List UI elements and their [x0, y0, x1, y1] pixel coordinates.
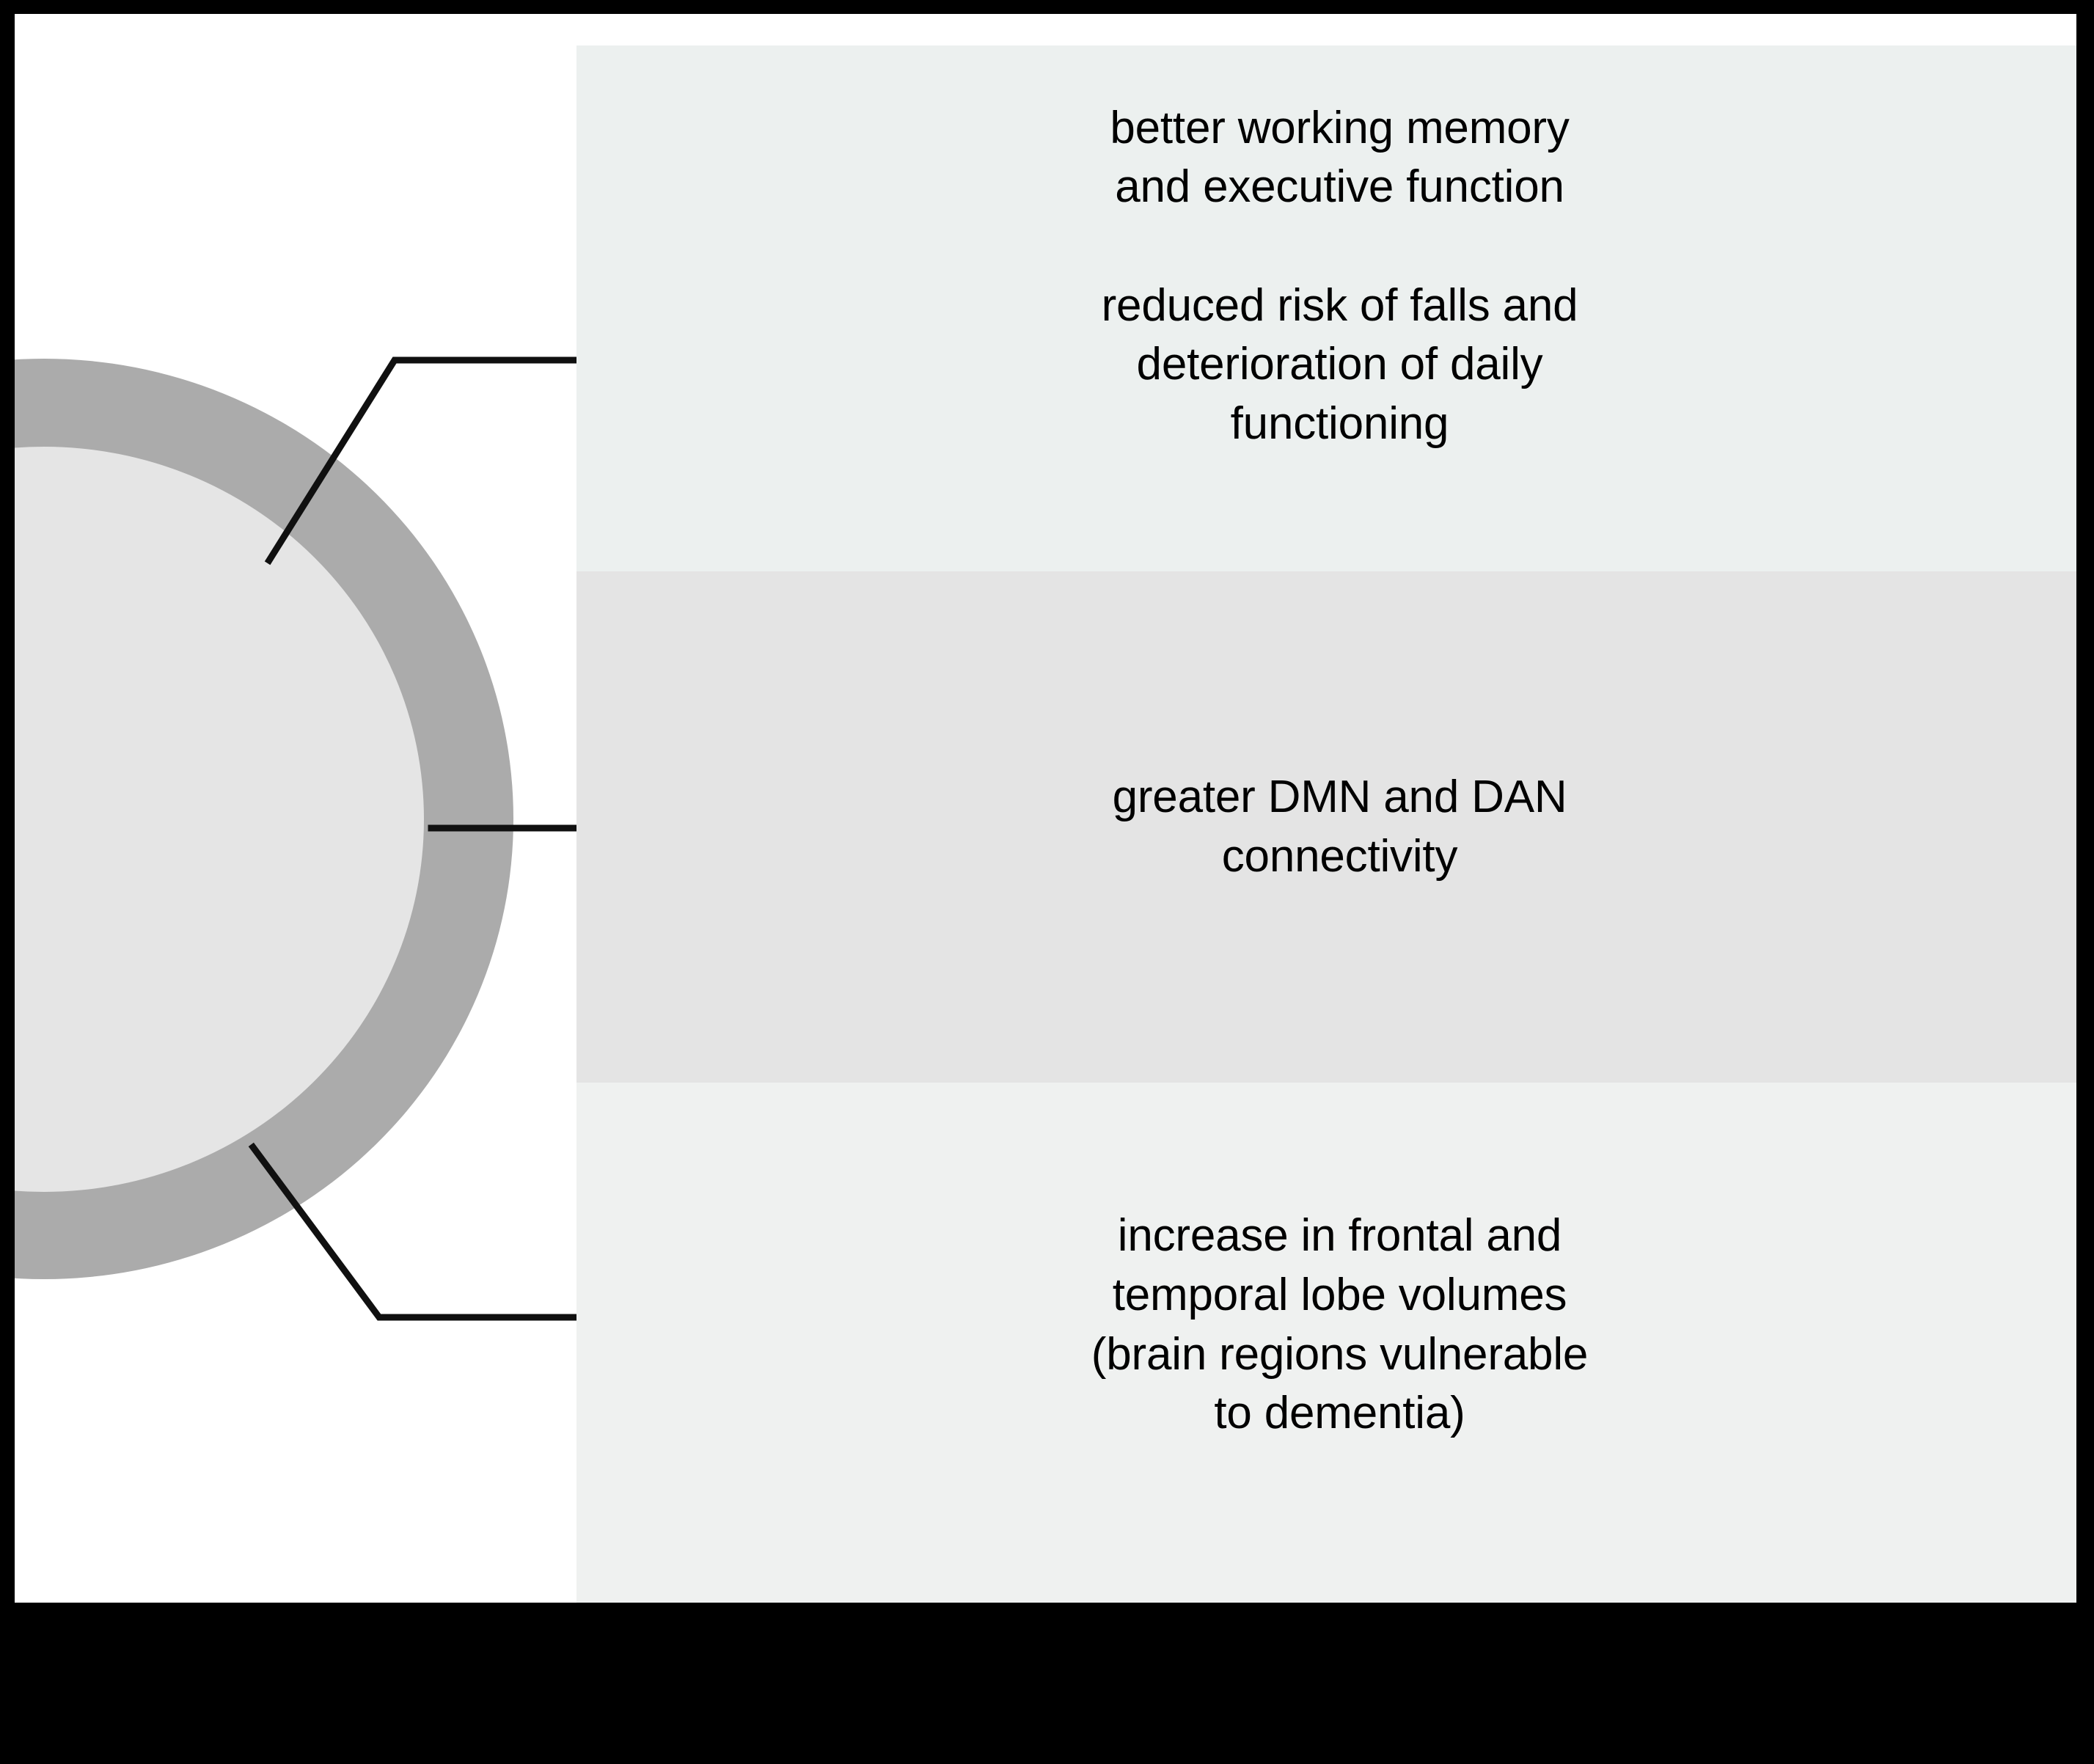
benefit-panel-brain-volume: increase in frontal and temporal lobe vo… [576, 1083, 2076, 1603]
benefit-panel-cognition-text: better working memory and executive func… [1101, 102, 1578, 449]
circular-badge [15, 359, 513, 1279]
benefit-panel-brain-volume-text: increase in frontal and temporal lobe vo… [1091, 1210, 1589, 1439]
benefit-panel-connectivity-text: greater DMN and DAN connectivity [1112, 771, 1567, 882]
benefit-panel-cognition: better working memory and executive func… [576, 45, 2076, 571]
benefit-panel-connectivity: greater DMN and DAN connectivity [576, 571, 2076, 1083]
diagram-canvas: better working memory and executive func… [15, 14, 2076, 1603]
